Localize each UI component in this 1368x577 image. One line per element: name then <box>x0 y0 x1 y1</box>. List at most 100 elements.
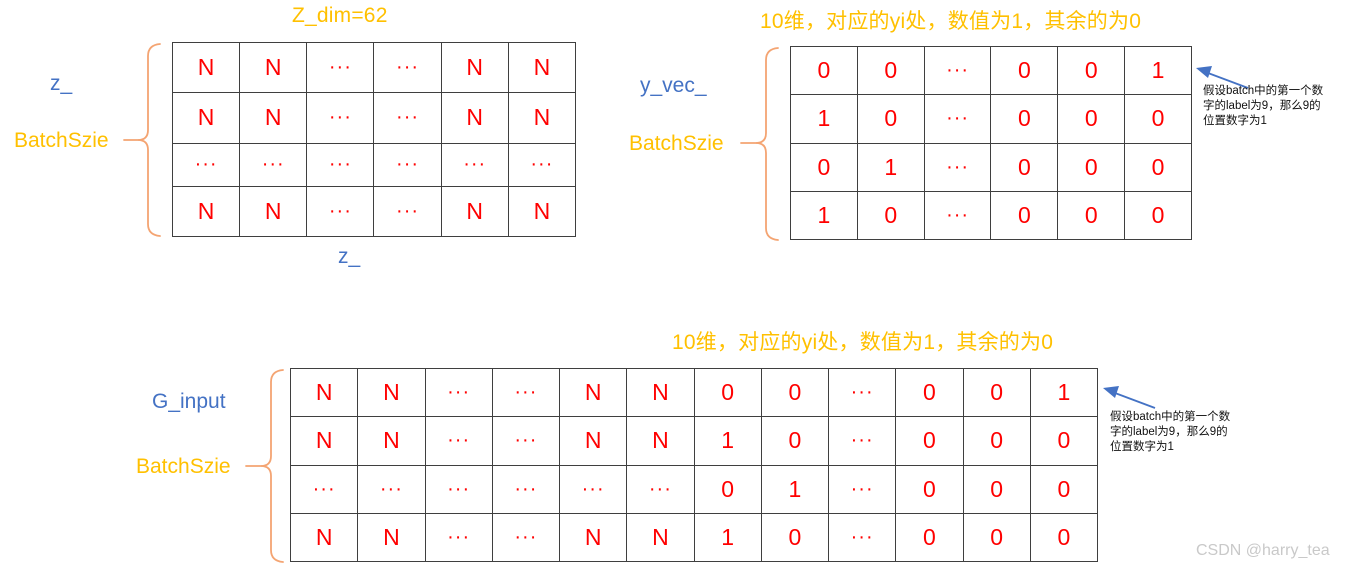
table-cell[interactable]: ··· <box>923 190 992 241</box>
table-cell[interactable]: ··· <box>424 367 493 418</box>
table-cell[interactable]: 0 <box>790 45 858 96</box>
table-cell[interactable]: N <box>239 185 308 238</box>
table-cell[interactable]: 0 <box>895 367 964 418</box>
table-cell[interactable]: N <box>239 41 308 94</box>
table-cell[interactable]: ··· <box>491 464 561 514</box>
table-cell[interactable]: ··· <box>558 464 628 514</box>
table-cell[interactable]: ··· <box>373 185 442 238</box>
table-cell[interactable]: 0 <box>693 367 762 418</box>
table-cell[interactable]: ··· <box>171 142 241 187</box>
table-cell[interactable]: 0 <box>760 512 830 563</box>
table-cell[interactable]: 0 <box>1057 142 1126 192</box>
table-cell[interactable]: 0 <box>990 142 1059 192</box>
table-cell[interactable]: ··· <box>440 142 509 187</box>
table-cell[interactable]: N <box>289 416 359 466</box>
table-cell[interactable]: ··· <box>827 367 897 418</box>
table-cell[interactable]: N <box>558 512 628 563</box>
table-cell[interactable]: 1 <box>856 142 925 192</box>
table-cell[interactable]: N <box>507 185 577 238</box>
table-cell[interactable]: ··· <box>923 142 992 192</box>
table-cell[interactable]: ··· <box>357 464 426 514</box>
table-cell[interactable]: N <box>357 416 426 466</box>
table-cell[interactable]: 1 <box>693 512 762 563</box>
table-cell[interactable]: ··· <box>306 185 375 238</box>
table-cell[interactable]: N <box>626 416 695 466</box>
table-cell[interactable]: ··· <box>923 45 992 96</box>
table-cell[interactable]: 0 <box>990 45 1059 96</box>
table-cell[interactable]: 1 <box>790 190 858 241</box>
table-cell[interactable]: N <box>626 512 695 563</box>
table-cell[interactable]: N <box>558 367 628 418</box>
table-cell[interactable]: ··· <box>306 142 375 187</box>
table-cell[interactable]: N <box>507 41 577 94</box>
table-cell[interactable]: ··· <box>306 92 375 144</box>
table-cell[interactable]: 1 <box>790 94 858 144</box>
table-cell[interactable]: 0 <box>1057 45 1126 96</box>
table-cell[interactable]: N <box>171 92 241 144</box>
table-cell[interactable]: N <box>507 92 577 144</box>
table-cell[interactable]: N <box>289 512 359 563</box>
table-cell[interactable]: 0 <box>962 464 1031 514</box>
table-cell[interactable]: ··· <box>827 464 897 514</box>
table-cell[interactable]: 0 <box>760 367 830 418</box>
table-cell[interactable]: 0 <box>962 416 1031 466</box>
table-cell[interactable]: 0 <box>962 367 1031 418</box>
table-cell[interactable]: ··· <box>923 94 992 144</box>
table-cell[interactable]: N <box>626 367 695 418</box>
table-cell[interactable]: N <box>440 185 509 238</box>
table-cell[interactable]: 0 <box>1057 94 1126 144</box>
table-cell[interactable]: 0 <box>962 512 1031 563</box>
table-cell[interactable]: N <box>440 41 509 94</box>
table-cell[interactable]: 0 <box>856 45 925 96</box>
table-cell[interactable]: ··· <box>491 512 561 563</box>
table-cell[interactable]: 1 <box>1029 367 1099 418</box>
table-cell[interactable]: ··· <box>827 416 897 466</box>
table-cell[interactable]: 0 <box>760 416 830 466</box>
table-cell[interactable]: 0 <box>1124 94 1192 144</box>
table-cell[interactable]: 0 <box>1124 142 1192 192</box>
table-cell[interactable]: 0 <box>895 464 964 514</box>
table-cell[interactable]: ··· <box>373 41 442 94</box>
table-cell[interactable]: N <box>357 512 426 563</box>
table-cell[interactable]: ··· <box>239 142 308 187</box>
table-cell[interactable]: 0 <box>856 190 925 241</box>
table-cell[interactable]: N <box>171 185 241 238</box>
table-cell[interactable]: 0 <box>990 94 1059 144</box>
table-cell[interactable]: ··· <box>626 464 695 514</box>
table-cell[interactable]: 0 <box>790 142 858 192</box>
table-cell[interactable]: N <box>171 41 241 94</box>
table-cell[interactable]: N <box>289 367 359 418</box>
table-cell[interactable]: ··· <box>424 416 493 466</box>
table-cell[interactable]: 0 <box>895 512 964 563</box>
table-cell[interactable]: ··· <box>507 142 577 187</box>
table-cell[interactable]: ··· <box>424 512 493 563</box>
table-cell[interactable]: ··· <box>827 512 897 563</box>
table-cell[interactable]: 0 <box>856 94 925 144</box>
table-cell[interactable]: 0 <box>990 190 1059 241</box>
table-cell[interactable]: 0 <box>1029 512 1099 563</box>
table-cell[interactable]: ··· <box>373 92 442 144</box>
table-cell[interactable]: ··· <box>373 142 442 187</box>
table-cell[interactable]: N <box>357 367 426 418</box>
table-cell[interactable]: 0 <box>1029 464 1099 514</box>
table-cell[interactable]: 1 <box>693 416 762 466</box>
table-cell[interactable]: ··· <box>306 41 375 94</box>
table-cell[interactable]: 1 <box>1124 45 1192 96</box>
table-cell[interactable]: 0 <box>1124 190 1192 241</box>
table-cell[interactable]: ··· <box>289 464 359 514</box>
table-cell[interactable]: 0 <box>693 464 762 514</box>
table-cell[interactable]: N <box>440 92 509 144</box>
table-cell[interactable]: 0 <box>895 416 964 466</box>
table-cell[interactable]: 0 <box>1057 190 1126 241</box>
table-cell[interactable]: ··· <box>424 464 493 514</box>
table-cell[interactable]: 0 <box>1029 416 1099 466</box>
table-cell[interactable]: 1 <box>760 464 830 514</box>
table-cell[interactable]: ··· <box>491 416 561 466</box>
table-cell[interactable]: ··· <box>491 367 561 418</box>
table-cell[interactable]: N <box>558 416 628 466</box>
table-cell[interactable]: N <box>239 92 308 144</box>
